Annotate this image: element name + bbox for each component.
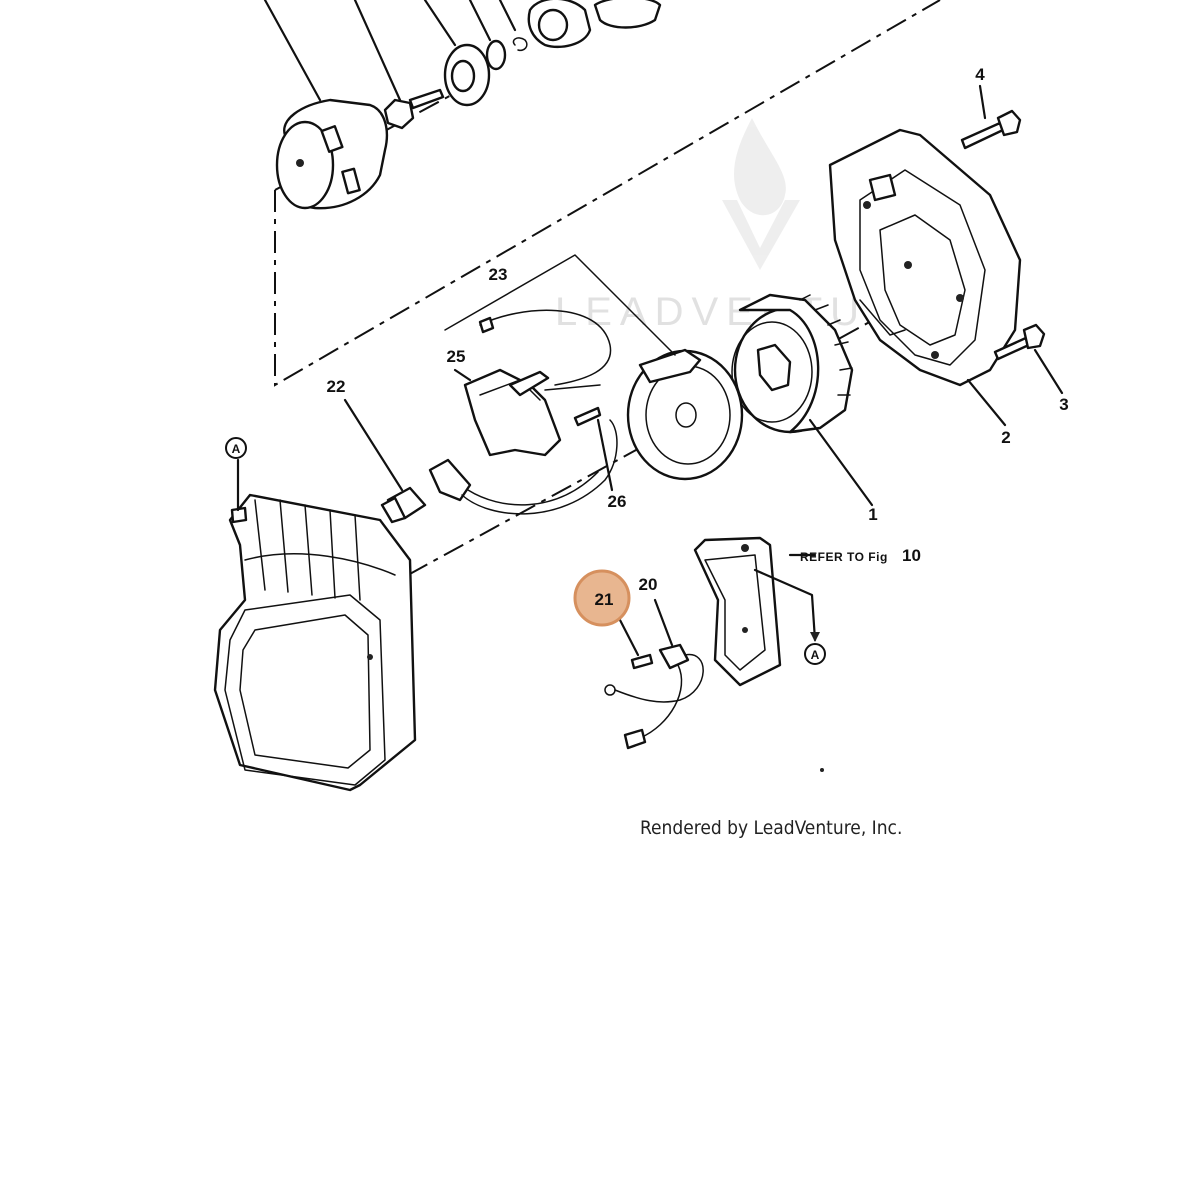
ignition-bracket — [693, 536, 820, 687]
leader-25 — [453, 368, 472, 382]
fan-shroud — [828, 128, 1022, 387]
credit-text: Rendered by LeadVenture, Inc. — [640, 817, 902, 839]
bolt-4 — [960, 84, 1022, 150]
callout-2[interactable]: 2 — [1001, 428, 1010, 447]
reference-marker-a-right: A — [804, 643, 826, 665]
dot — [820, 768, 824, 772]
callout-3[interactable]: 3 — [1059, 395, 1068, 414]
callout-22[interactable]: 22 — [327, 377, 346, 396]
bolt-3 — [993, 323, 1064, 395]
spark-plug-lead — [428, 419, 618, 515]
callout-1[interactable]: 1 — [868, 505, 877, 524]
flywheel — [731, 293, 874, 507]
svg-text:10: 10 — [902, 546, 921, 565]
stop-switch — [604, 598, 704, 750]
starter-assembly — [263, 0, 662, 210]
callout-21[interactable]: 21 — [595, 590, 614, 609]
watermark-logo — [722, 118, 800, 270]
spark-plug — [343, 398, 427, 524]
svg-text:A: A — [232, 442, 241, 456]
reference-marker-a-left: A — [225, 437, 247, 459]
magneto-ring — [626, 348, 744, 481]
callout-26[interactable]: 26 — [608, 492, 627, 511]
callout-20[interactable]: 20 — [639, 575, 658, 594]
leader-2 — [966, 378, 1007, 427]
svg-text:A: A — [811, 648, 820, 662]
watermark-text: LEADVENTUR — [555, 290, 904, 334]
highlight-callout-21[interactable] — [573, 569, 631, 627]
ignition-coil — [463, 309, 614, 492]
callout-4[interactable]: 4 — [975, 65, 985, 84]
svg-text:REFER TO Fig: REFER TO Fig — [800, 550, 888, 564]
refer-note: REFER TO Fig 10 — [800, 546, 921, 565]
callout-25[interactable]: 25 — [447, 347, 466, 366]
callout-23[interactable]: 23 — [489, 265, 508, 284]
bracket-23 — [444, 254, 676, 356]
cylinder-block — [213, 458, 417, 792]
screw-21 — [618, 618, 654, 670]
